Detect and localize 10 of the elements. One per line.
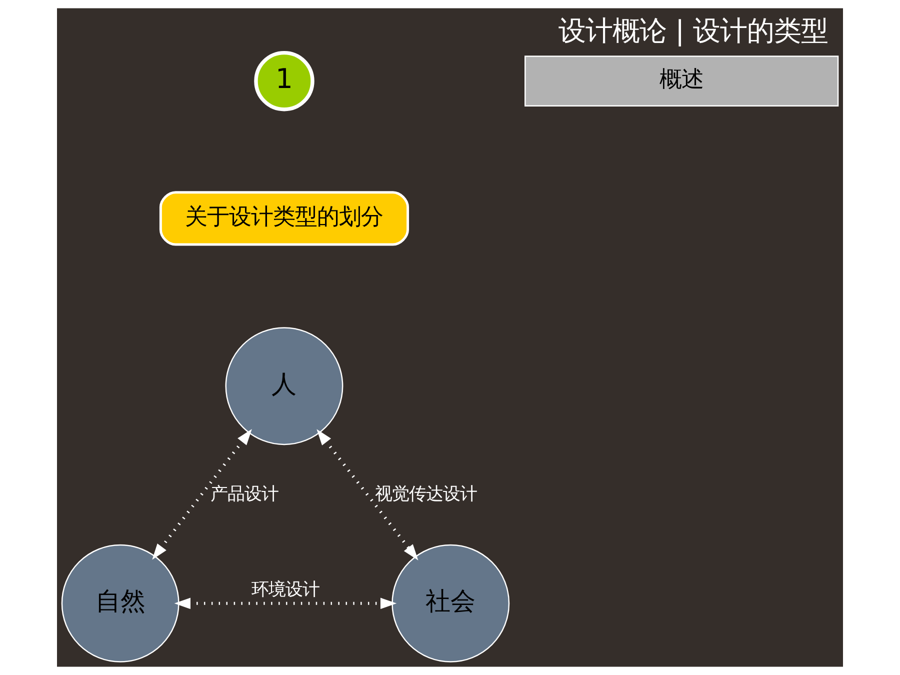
arrow <box>152 428 252 560</box>
diagram-title: 设计概论 | 设计的类型 <box>558 16 828 48</box>
node-box: 关于设计类型的划分 <box>159 191 410 246</box>
edge-label: 视觉传达设计 <box>374 484 477 504</box>
edge-label: 环境设计 <box>251 580 320 600</box>
node-box: 概述 <box>524 56 839 107</box>
node-circle: 1 <box>254 50 314 112</box>
arrow <box>174 598 397 610</box>
arrow <box>316 429 418 560</box>
edge-label: 产品设计 <box>210 484 278 504</box>
